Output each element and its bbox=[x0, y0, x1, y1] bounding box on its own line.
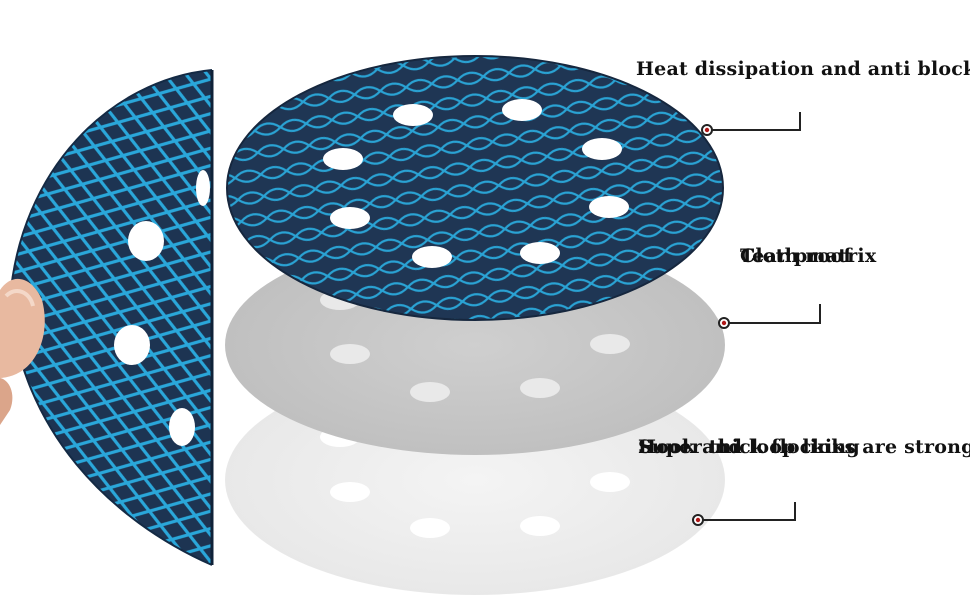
sanding-disc bbox=[226, 55, 724, 321]
leader-line-cloth bbox=[718, 304, 821, 329]
callout-heat-line-1: Heat dissipation and anti blocking bbox=[636, 58, 970, 80]
callout-flocking-line-2: Hook and loop links are stronger bbox=[638, 436, 970, 458]
callout-heat-dissipation: Heat dissipation and anti blocking bbox=[636, 58, 970, 80]
finger bbox=[0, 278, 45, 425]
callout-cloth-line-1: Cloth matrix bbox=[740, 245, 877, 267]
leader-line-flocking bbox=[692, 502, 796, 526]
callout-cloth-line-2: Tear proof bbox=[740, 245, 852, 267]
leader-line-heat bbox=[701, 112, 801, 136]
callout-flocking-line-1: Super thick flocking bbox=[638, 436, 860, 458]
